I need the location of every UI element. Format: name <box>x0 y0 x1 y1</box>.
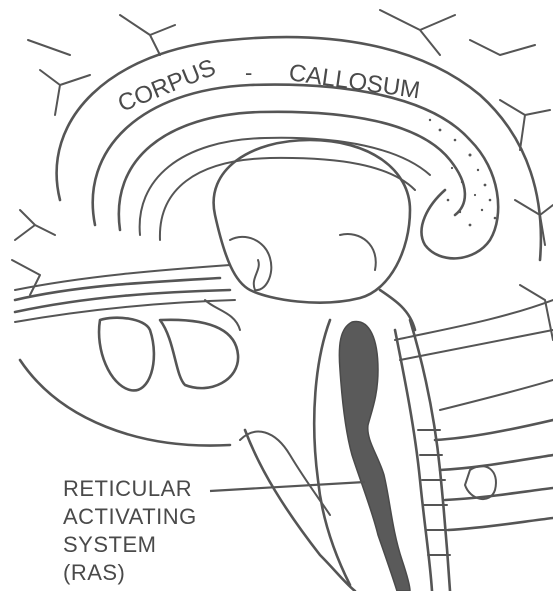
ras-label-line-2: ACTIVATING <box>63 504 197 529</box>
ras-callout-label: RETICULAR ACTIVATING SYSTEM (RAS) <box>63 476 197 585</box>
thalamus-region <box>214 140 415 330</box>
ras-label-line-4: (RAS) <box>63 560 125 585</box>
ras-leader-line <box>210 482 365 491</box>
callosum-stipple <box>429 119 497 227</box>
ras-label-line-1: RETICULAR <box>63 476 192 501</box>
spinal-column <box>395 300 553 591</box>
ras-structure <box>339 322 410 591</box>
skull-outline <box>12 10 553 340</box>
corpus-callosum <box>93 85 498 259</box>
label-dash: - <box>245 60 252 85</box>
ras-label-line-3: SYSTEM <box>63 532 156 557</box>
label-corpus: CORPUS <box>114 54 219 118</box>
label-callosum: CALLOSUM <box>287 59 422 104</box>
frontal-base <box>99 300 240 390</box>
anterior-fibers <box>15 265 235 322</box>
